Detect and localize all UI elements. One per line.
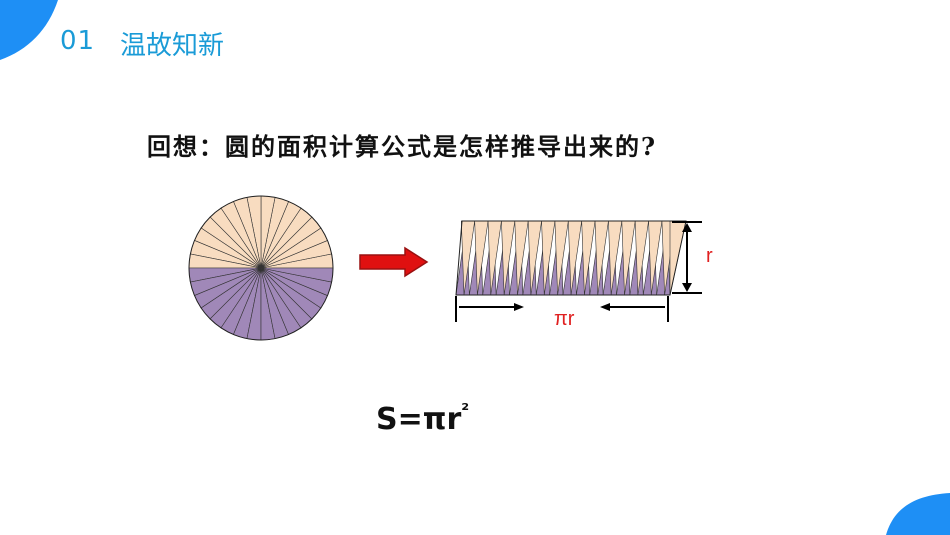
- rearranged-parallelogram: [455, 220, 687, 296]
- circle-outline: [188, 195, 334, 341]
- corner-decoration-top-left: [0, 0, 58, 60]
- transform-arrow: [359, 246, 429, 278]
- length-dimension: [455, 296, 669, 322]
- formula-exponent: ²: [461, 400, 470, 421]
- height-label: r: [706, 245, 713, 267]
- section-title: 温故知新: [120, 31, 225, 61]
- question-text: 回想：圆的面积计算公式是怎样推导出来的?: [147, 132, 658, 161]
- height-dimension: [672, 221, 702, 294]
- strip-outline: [455, 220, 687, 296]
- formula-base: S=πr: [376, 402, 462, 437]
- section-number: 01: [60, 26, 96, 56]
- length-label: πr: [554, 308, 575, 330]
- divided-circle: [188, 195, 334, 341]
- corner-decoration-bottom-right: [886, 493, 950, 535]
- area-formula: S=πr²: [376, 400, 470, 437]
